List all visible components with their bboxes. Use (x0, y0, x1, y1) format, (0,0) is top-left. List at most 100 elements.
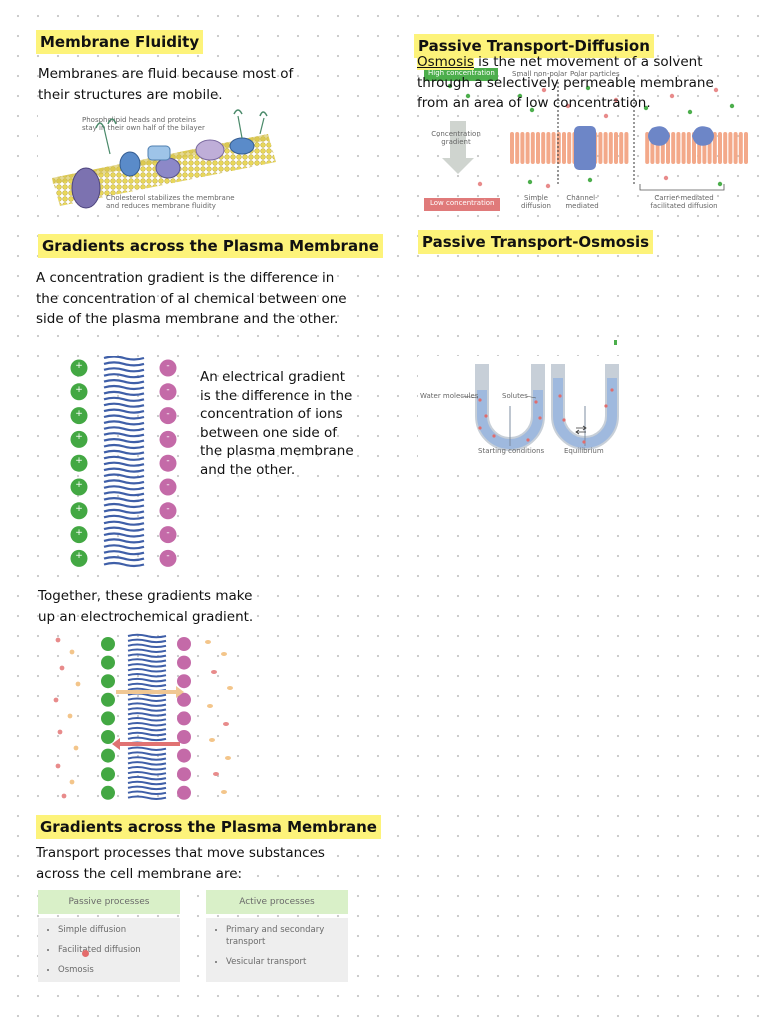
ion-dot (213, 772, 219, 776)
lipid-bilayer-stripe (103, 426, 145, 432)
phospholipid-stripe (541, 132, 546, 164)
channel-mediated-label: Channel-mediated (565, 194, 599, 210)
lipid-bilayer-stripe (127, 643, 167, 649)
electrochemical-svg (53, 633, 233, 800)
lipid-bilayer-stripe (127, 707, 167, 712)
lipid-bilayer-stripe (127, 731, 167, 737)
ion-dot (209, 738, 215, 742)
lipid-bilayer-stripe (127, 697, 167, 702)
pointer-line (525, 395, 537, 399)
minus-sign: - (166, 384, 170, 395)
solute-particle (717, 181, 723, 187)
solute-particle (558, 394, 562, 398)
minus-sign: - (166, 456, 170, 467)
carrier-protein-icon (648, 126, 670, 146)
solute-particle (478, 398, 482, 402)
lipid-bilayer-stripe (103, 432, 145, 438)
cation-icon (70, 502, 88, 520)
lipid-bilayer-stripe (103, 544, 145, 550)
list-item: Facilitated diffusion (58, 944, 172, 956)
ion-dot (75, 681, 81, 687)
phospholipid-stripe (536, 132, 540, 164)
osmosis-definition-rest: is the net movement of a solvent through… (417, 54, 714, 111)
phospholipid-stripe (619, 132, 624, 164)
lipid-bilayer-stripe (127, 790, 167, 796)
lipid-bilayer-stripe (103, 361, 145, 367)
stray-mark (614, 340, 617, 345)
lipid-bilayer-stripe (103, 355, 145, 361)
pointer-line (461, 395, 479, 399)
anion-icon (159, 407, 177, 425)
passive-processes-header: Passive processes (38, 890, 180, 914)
cation-icon (101, 711, 115, 726)
ion-dot (221, 790, 227, 794)
pointer-dot (82, 950, 89, 957)
lipid-bilayer-stripe (127, 658, 167, 663)
ion-dot (69, 779, 75, 785)
phospholipid-stripe (598, 132, 603, 164)
cation-icon (70, 549, 88, 567)
equilibrium-arrows-icon (575, 425, 587, 435)
fluidity-text: Membranes are fluid because most of thei… (38, 66, 294, 103)
lipid-bilayer-stripe (127, 736, 167, 742)
anion-icon (159, 454, 177, 472)
lipid-bilayer-stripe (127, 761, 167, 766)
cation-icon (70, 430, 88, 448)
figure-caption-top: Phospholipid heads and proteins stay in … (82, 116, 205, 132)
high-concentration-label: High concentration (428, 69, 495, 77)
active-processes-list: Primary and secondary transport Vesicula… (206, 918, 348, 982)
lipid-bilayer-stripe (127, 756, 167, 761)
passive-processes-list: Simple diffusion Facilitated diffusion O… (38, 918, 180, 982)
plus-sign: + (75, 361, 83, 371)
u-tube-start (475, 364, 545, 451)
anion-icon (177, 674, 191, 689)
anion-icon (177, 730, 191, 744)
lipid-bilayer-stripe (103, 408, 145, 414)
lipid-bilayer-stripe (103, 508, 145, 514)
phospholipid-stripe (681, 132, 686, 164)
cation-icon (101, 692, 115, 707)
phospholipid-stripe (510, 132, 514, 164)
phospholipid-stripe (562, 132, 566, 164)
minus-sign: - (166, 480, 170, 490)
solute-particle (527, 179, 533, 185)
polar-label: Polar particles (570, 70, 620, 78)
lipid-bilayer-stripe (127, 780, 167, 786)
phospholipid-stripe (645, 132, 650, 164)
lipid-bilayer-stripe (103, 502, 145, 509)
anion-icon (159, 383, 177, 401)
ion-dot (55, 637, 61, 643)
ion-dot (205, 640, 211, 644)
minus-sign: - (166, 361, 170, 371)
lipid-bilayer-stripe (127, 770, 167, 776)
right-arrow-icon (116, 686, 184, 698)
concentration-gradient-label: Concentration gradient (431, 130, 481, 146)
u-tube-svg (461, 364, 619, 451)
heading-passive-osmosis: Passive Transport-Osmosis (418, 230, 654, 254)
phospholipid-stripe (525, 132, 530, 164)
lipid-bilayer-stripe (103, 550, 145, 556)
cation-icon (70, 407, 88, 425)
lipid-bilayer-stripe (103, 449, 145, 455)
cation-icon (101, 655, 115, 670)
solute-particle (545, 183, 551, 189)
lipid-bilayer-stripe (103, 514, 145, 520)
lipid-bilayer-stripe (127, 766, 167, 771)
cation-icon (101, 767, 115, 782)
lipid-bilayer-stripe (127, 795, 167, 800)
phospholipid-stripe (671, 132, 676, 164)
anion-icon (177, 655, 191, 670)
phospholipid-stripe (608, 132, 613, 164)
solute-particle (729, 103, 735, 109)
lipid-bilayer-stripe (103, 384, 145, 391)
figure-caption-bottom: Cholesterol stabilizes the membrane and … (106, 194, 235, 210)
phospholipid-stripe (546, 132, 551, 164)
solute-particle (687, 109, 693, 115)
list-item: Osmosis (58, 964, 172, 976)
list-item: Simple diffusion (58, 924, 172, 936)
cation-icon (70, 359, 88, 377)
bracket-line (639, 184, 725, 191)
lipid-bilayer-stripe (103, 520, 145, 526)
solute-particle (541, 87, 547, 93)
carrier-mediated-label: Carrier-mediated facilitated diffusion (650, 194, 718, 210)
